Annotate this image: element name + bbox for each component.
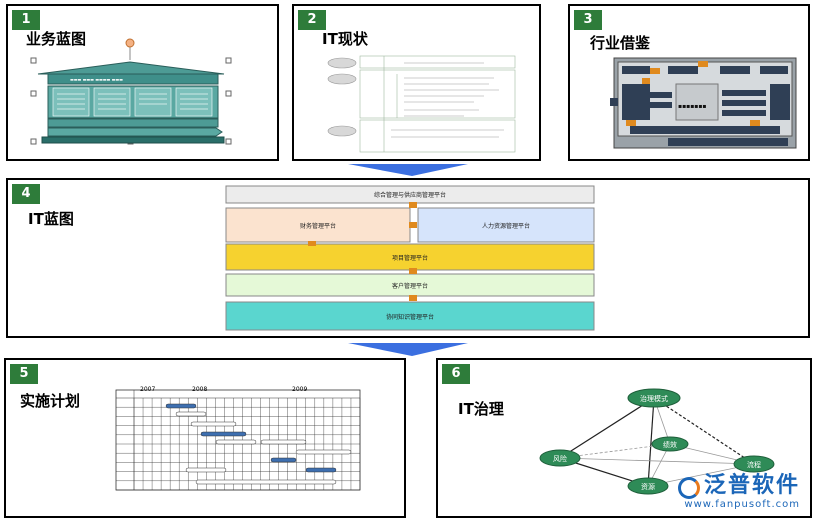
gantt-bar (190, 421, 237, 427)
gantt-bar (195, 479, 337, 485)
platform-finance-label: 财务管理平台 (300, 222, 336, 230)
panel-title: IT蓝图 (28, 210, 74, 228)
brand-name: 泛普软件 (703, 473, 800, 498)
gov-node-right: 流程 (747, 460, 761, 469)
gantt-bar (200, 431, 247, 437)
platform-customer-label: 客户管理平台 (392, 282, 428, 290)
gov-node-bottom: 资源 (641, 482, 655, 491)
panel-number-badge: 4 (12, 184, 40, 204)
industry-reference-diagram: ▪▪▪▪▪▪▪ (610, 57, 797, 149)
gantt-chart: 2007 2008 2009 (115, 386, 361, 491)
gantt-bar (270, 457, 297, 463)
platform-top-label: 综合管理与供应商管理平台 (374, 191, 446, 199)
svg-text:▪▪▪▪▪▪▪: ▪▪▪▪▪▪▪ (678, 103, 706, 110)
panel-title: 实施计划 (20, 392, 81, 410)
panel-it-governance: 6 IT治理 治理模式 风险 绩效 流程 资源 泛普软件 (436, 358, 812, 518)
business-blueprint-diagram: ▬▬▬ ▬▬▬ ▬▬▬▬ ▬▬▬ (30, 38, 232, 145)
gantt-bar (295, 449, 352, 455)
panel-business-blueprint: 1 业务蓝图 ▬▬▬ ▬▬▬ ▬▬▬▬ ▬▬▬ (6, 4, 279, 161)
gov-node-left: 风险 (553, 454, 567, 463)
panel-it-status: 2 IT现状 (292, 4, 541, 161)
gantt-bar (175, 411, 207, 417)
gov-node-center: 绩效 (663, 440, 677, 449)
panel-it-blueprint: 4 IT蓝图 综合管理与供应商管理平台 财务管理平台 人力资源管理平台 项目管理… (6, 178, 810, 338)
gantt-year-2009: 2009 (292, 386, 307, 393)
gantt-bar (260, 439, 307, 445)
gantt-bar (185, 467, 227, 473)
panel-number-badge: 1 (12, 10, 40, 30)
gantt-bar (165, 403, 197, 409)
svg-text:▬▬▬ ▬▬▬ ▬▬▬▬ ▬▬▬: ▬▬▬ ▬▬▬ ▬▬▬▬ ▬▬▬ (70, 77, 123, 82)
panel-implementation-plan: 5 实施计划 2007 2008 2009 (4, 358, 406, 518)
platform-hr-label: 人力资源管理平台 (482, 222, 530, 230)
governance-network: 治理模式 风险 绩效 流程 资源 (539, 388, 775, 495)
panel-number-badge: 3 (574, 10, 602, 30)
platform-project-label: 项目管理平台 (392, 254, 428, 262)
gantt-year-2008: 2008 (192, 386, 207, 393)
panel-number-badge: 6 (442, 364, 470, 384)
it-status-table (327, 55, 516, 153)
it-blueprint-diagram: 综合管理与供应商管理平台 财务管理平台 人力资源管理平台 项目管理平台 客户管理… (225, 185, 595, 331)
gantt-bar (305, 467, 337, 473)
gantt-bar (215, 439, 257, 445)
panel-number-badge: 2 (298, 10, 326, 30)
panel-title: IT治理 (458, 400, 504, 418)
panel-title: IT现状 (322, 30, 368, 48)
brand-logo-icon (677, 476, 700, 499)
platform-collab-label: 协同知识管理平台 (386, 313, 434, 321)
gantt-year-2007: 2007 (140, 386, 155, 393)
panel-number-badge: 5 (10, 364, 38, 384)
brand-watermark: 泛普软件 www.fanpusoft.com (677, 467, 800, 510)
brand-url: www.fanpusoft.com (684, 499, 800, 510)
panel-title: 业务蓝图 (26, 30, 87, 48)
gov-node-top: 治理模式 (640, 394, 668, 403)
panel-industry-reference: 3 行业借鉴 ▪▪▪▪▪▪▪ (568, 4, 810, 161)
panel-title: 行业借鉴 (590, 34, 651, 52)
